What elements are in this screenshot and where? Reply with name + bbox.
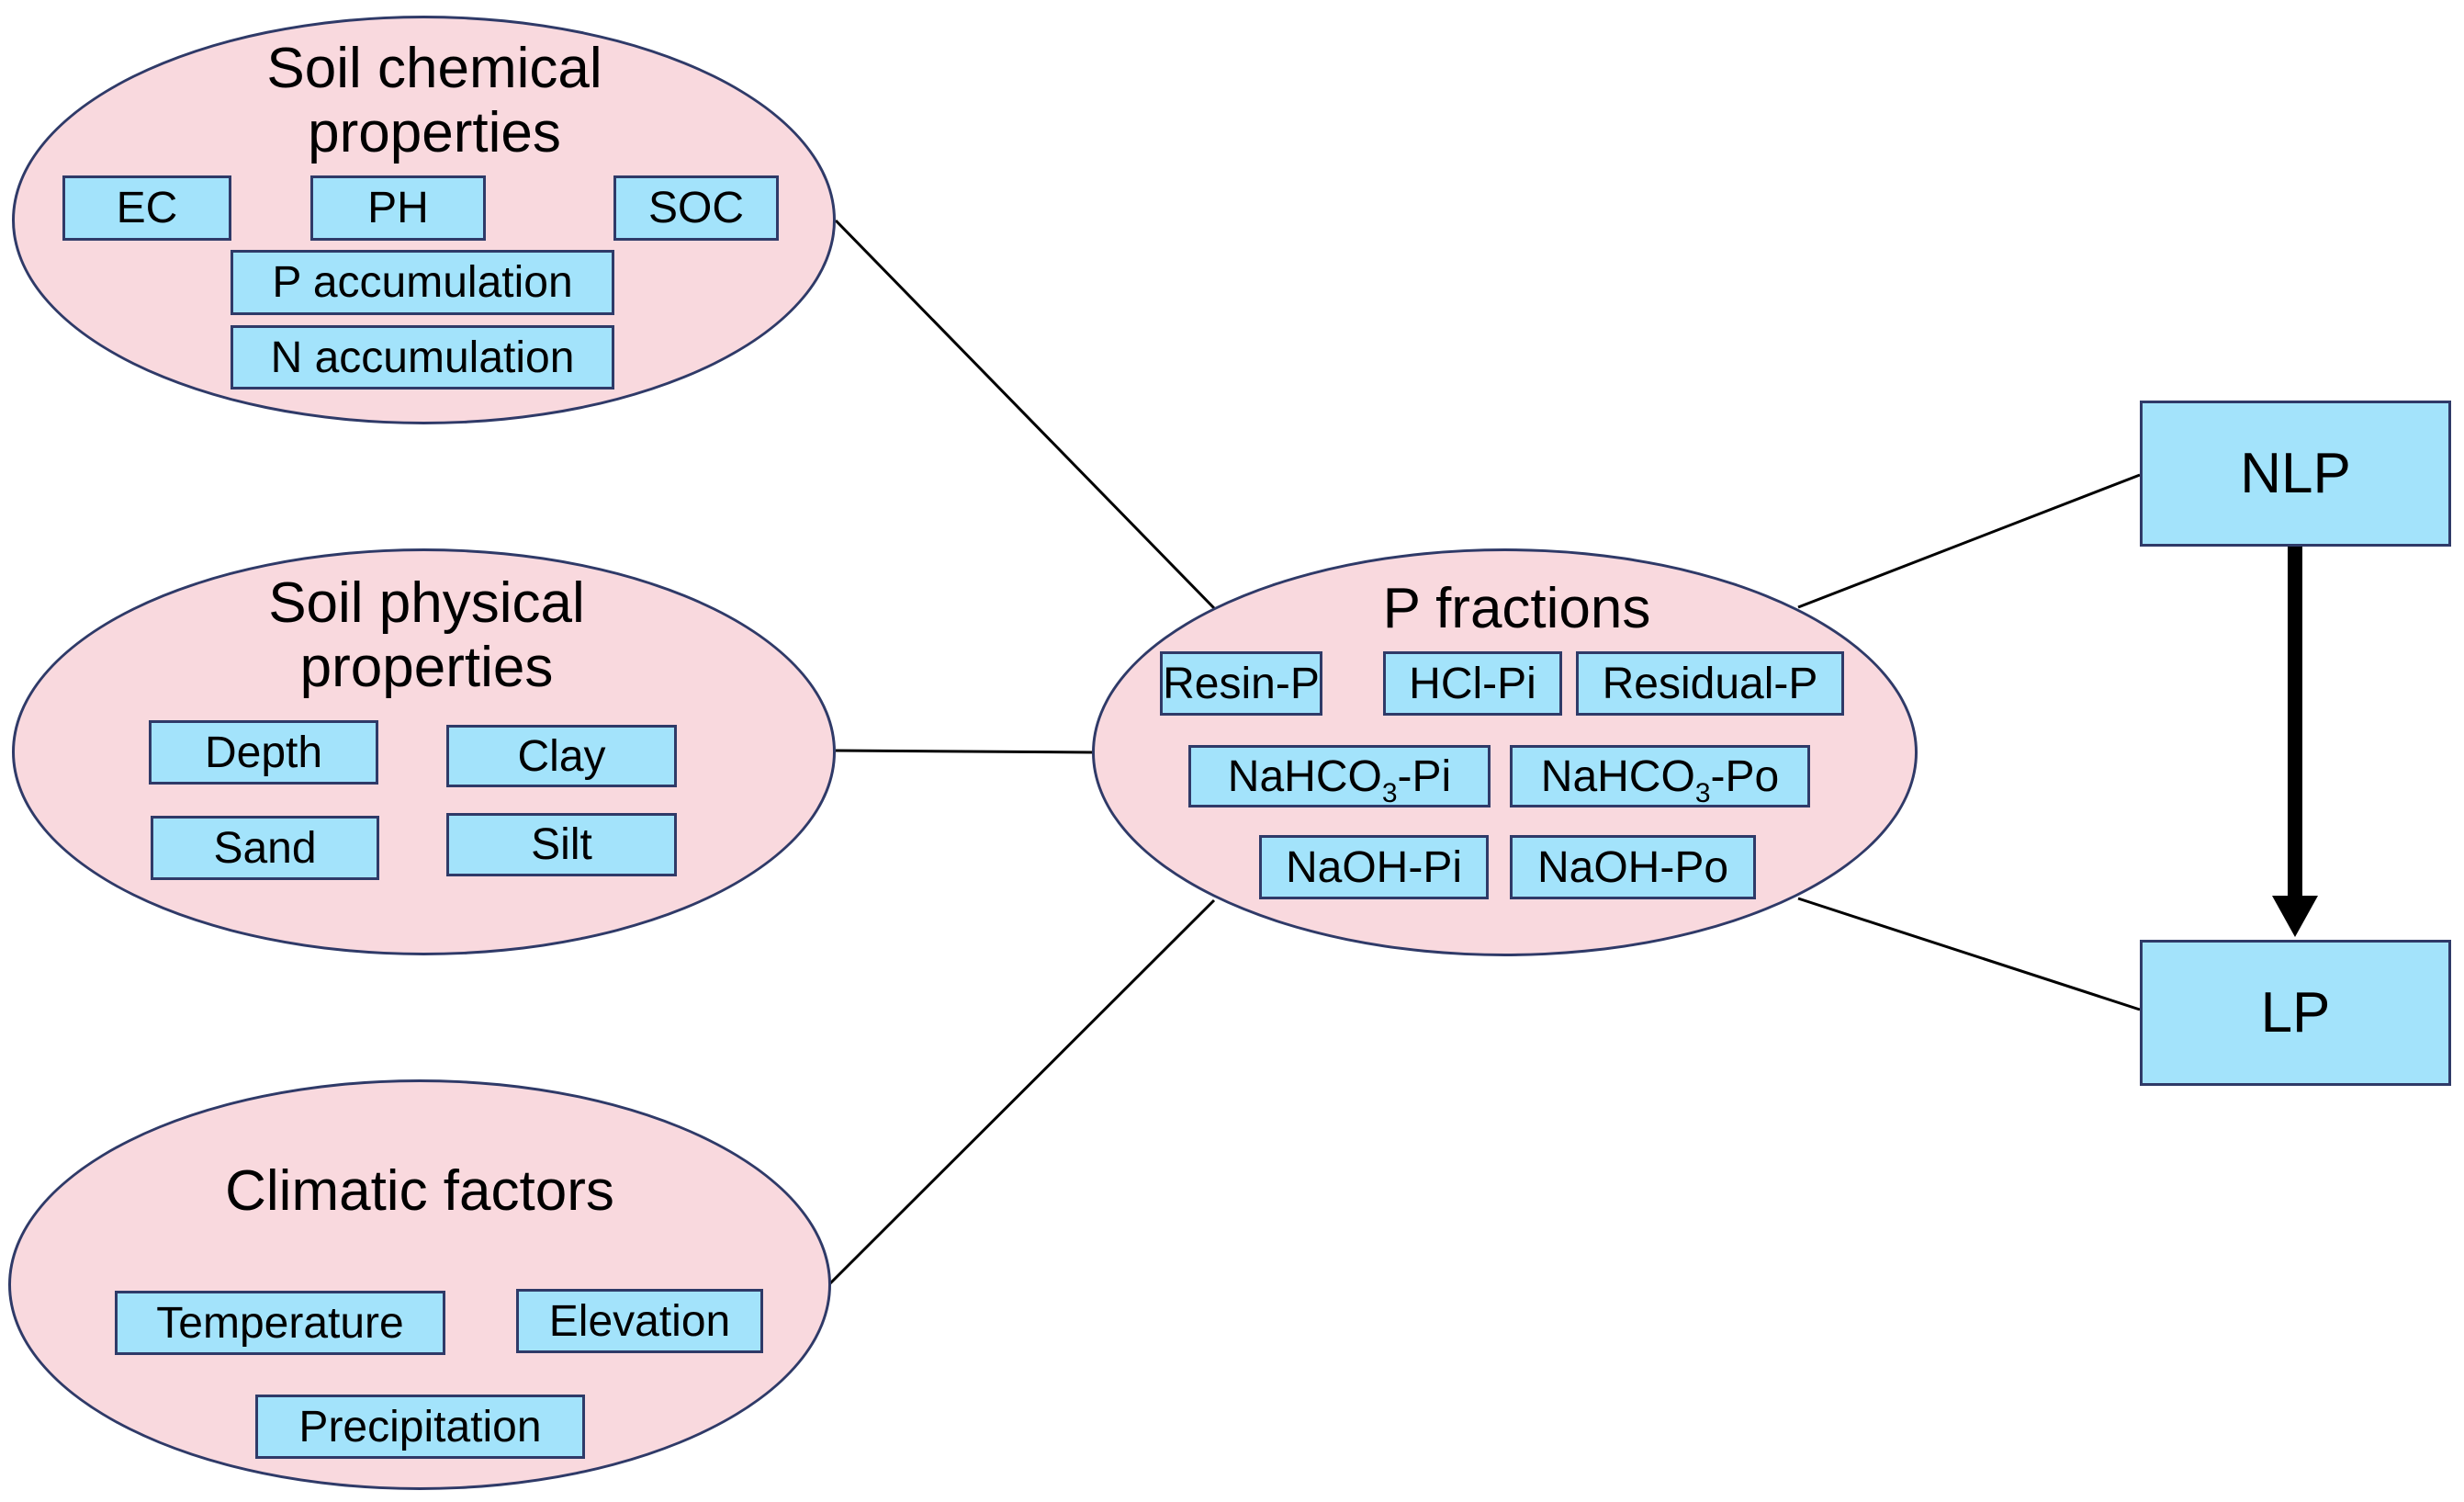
climatic-title: Climatic factors [225,1159,614,1223]
connector-chemical-to-pfractions [834,219,1216,610]
fraction-box-nahco3-po: NaHCO3-Po [1510,745,1810,807]
factor-box-n-accumulation: N accumulation [231,325,614,390]
soil-physical-title-line2: properties [299,636,554,699]
connector-pfractions-to-nlp [1797,473,2141,609]
fraction-box-nahco3-pi: NaHCO3-Pi [1188,745,1491,807]
factor-box-ph: PH [310,175,486,241]
factor-box-temperature: Temperature [115,1291,445,1355]
connector-pfractions-to-lp [1797,897,2141,1011]
factor-box-clay: Clay [446,725,677,787]
soil-chemical-title-line2: properties [308,101,561,164]
fraction-box-naoh-pi: NaOH-Pi [1259,835,1489,899]
factor-box-p-accumulation: P accumulation [231,250,614,315]
connector-climatic-to-pfractions [827,898,1216,1286]
soil-physical-title: Soil physical properties [12,571,841,700]
fraction-label: NaHCO3-Pi [1227,751,1452,808]
connector-physical-to-pfractions [835,749,1096,754]
fraction-box-hcl-pi: HCl-Pi [1383,651,1562,716]
soil-chemical-title: Soil chemical properties [12,37,857,165]
factor-box-silt: Silt [446,813,677,876]
fraction-box-naoh-po: NaOH-Po [1510,835,1756,899]
fraction-box-residual-p: Residual-P [1576,651,1844,716]
soil-physical-title-line1: Soil physical [268,571,585,635]
p-fractions-title: P fractions [1382,577,1651,640]
outcome-box-nlp: NLP [2140,401,2451,547]
factor-box-elevation: Elevation [516,1289,763,1353]
factor-box-depth: Depth [149,720,378,785]
fraction-box-resin-p: Resin-P [1160,651,1322,716]
factor-box-soc: SOC [613,175,779,241]
soil-chemical-title-line1: Soil chemical [266,37,602,100]
factor-box-precipitation: Precipitation [255,1395,585,1459]
factor-box-ec: EC [62,175,231,241]
arrow-nlp-to-lp-head [2272,896,2318,937]
factor-box-sand: Sand [151,816,379,880]
fraction-label: NaHCO3-Po [1540,751,1780,808]
outcome-box-lp: LP [2140,940,2451,1086]
